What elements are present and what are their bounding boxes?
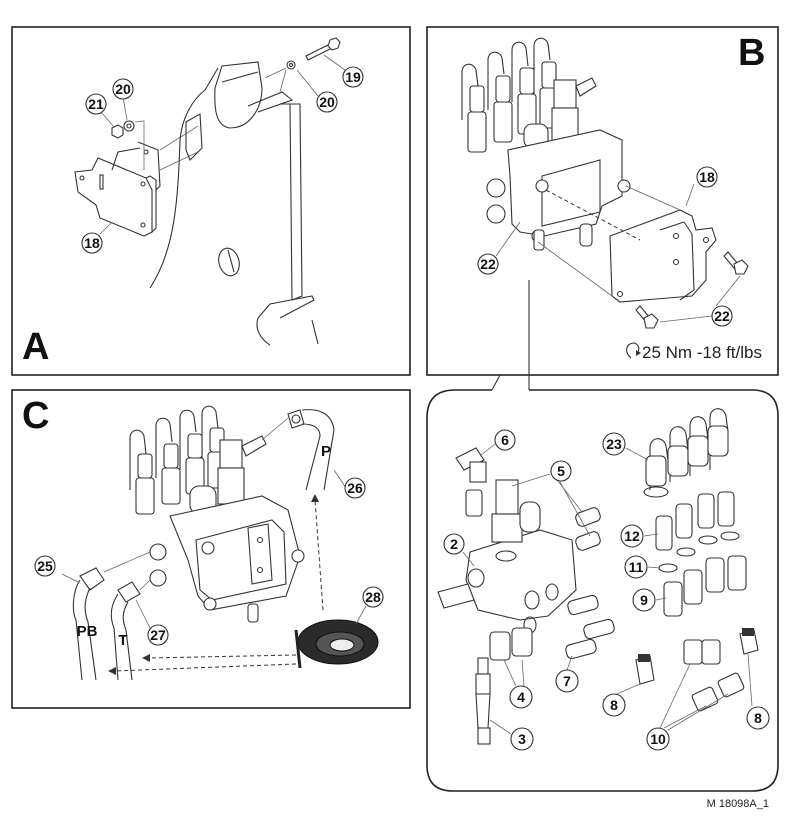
panel-c: C P PB T 25 26 27 28 [11, 389, 411, 709]
callout-8: 8 [602, 693, 626, 717]
panel-c-frame [11, 389, 411, 709]
callout-6: 6 [494, 429, 516, 451]
panel-a-letter: A [22, 326, 49, 368]
callout-label: 18 [84, 235, 100, 251]
bolt-drawing [305, 37, 341, 61]
callout-label: 25 [37, 558, 53, 574]
callout-label: 18 [699, 169, 715, 185]
callout-label: 10 [650, 731, 666, 747]
pedal-frame-drawing [149, 61, 319, 346]
callout-label: 21 [88, 96, 104, 112]
rotation-arrow-icon [626, 342, 641, 359]
callout-label: 22 [480, 256, 496, 272]
valve-body-drawing [437, 479, 577, 661]
callout-18: 18 [696, 166, 718, 188]
callout-label: 8 [610, 697, 618, 713]
callout-22: 22 [477, 253, 499, 275]
torque-spec-text: 25 Nm -18 ft/lbs [642, 343, 762, 362]
tank-hose-drawing [110, 579, 151, 681]
washer-drawing [123, 120, 135, 132]
callout-2: 2 [443, 533, 465, 555]
elbows-10-drawing [635, 628, 759, 712]
panel-a: A 20 21 18 20 19 [11, 26, 411, 376]
callout-label: 22 [714, 308, 730, 324]
callout-8-right: 8 [746, 706, 770, 730]
tank-hose-label: T [118, 632, 127, 649]
callout-label: 2 [450, 536, 458, 552]
arrow-to-pb-hose [113, 663, 297, 672]
figure-reference-code: M 18098A_1 [707, 798, 769, 810]
callout-leader-line [491, 374, 501, 391]
callout-23: 23 [602, 432, 626, 456]
callout-label: 11 [629, 559, 644, 575]
callout-19: 19 [342, 66, 364, 88]
callout-label: 28 [365, 589, 381, 605]
callout-label: 27 [150, 627, 166, 643]
washer-drawing [286, 60, 296, 70]
callout-label: 23 [606, 436, 622, 452]
callout-18: 18 [81, 232, 103, 254]
nut-drawing [111, 124, 124, 139]
exploded-view-frame [426, 389, 779, 792]
panel-c-letter: C [22, 395, 49, 437]
panel-a-frame [11, 26, 411, 376]
callout-label: 9 [640, 592, 648, 608]
fittings-7-drawing [565, 594, 615, 660]
pressure-hose-drawing [261, 409, 335, 491]
spool-caps-drawing [643, 408, 729, 498]
callout-label: 26 [347, 480, 363, 496]
valve-assembly-drawing [461, 37, 631, 251]
callout-label: 3 [518, 731, 526, 747]
arrow-to-pressure-hose [314, 499, 324, 611]
mounting-bracket-drawing [609, 209, 717, 303]
callout-label: 20 [115, 81, 131, 97]
panel-b-frame [426, 26, 779, 376]
exploded-view-panel: 6 5 2 23 12 11 9 7 [426, 389, 779, 792]
pressure-hose-label: P [321, 443, 331, 460]
callout-7: 7 [555, 669, 579, 693]
panel-b-letter: B [738, 32, 765, 74]
valve-assembly-drawing [129, 405, 305, 623]
callout-22-bolts: 22 [711, 305, 733, 327]
callout-12: 12 [620, 524, 644, 548]
arrow-to-tank-hose [147, 654, 297, 659]
callout-10: 10 [646, 727, 670, 751]
power-beyond-hose-label: PB [77, 623, 98, 640]
coupler-fittings-drawing [655, 491, 747, 617]
callout-20-bolt: 20 [316, 91, 338, 113]
bolt-drawing [635, 251, 749, 329]
callout-11: 11 [624, 555, 648, 579]
callout-label: 8 [754, 710, 762, 726]
callout-label: 4 [517, 689, 525, 705]
callout-25: 25 [34, 555, 56, 577]
power-beyond-hose-drawing [72, 551, 151, 681]
callout-label: 20 [319, 94, 335, 110]
callout-28: 28 [362, 586, 384, 608]
callout-label: 7 [563, 673, 571, 689]
pressure-switch-drawing [475, 657, 491, 745]
callout-27: 27 [147, 624, 169, 646]
torque-spec: 25 Nm -18 ft/lbs [626, 342, 762, 362]
callout-26: 26 [344, 477, 366, 499]
port-adapter-drawing [575, 507, 601, 551]
callout-label: 19 [345, 69, 361, 85]
elbow-fitting-drawing [455, 447, 487, 517]
callout-20: 20 [112, 78, 134, 100]
callout-5: 5 [550, 460, 572, 482]
callout-9: 9 [632, 588, 656, 612]
callout-label: 6 [501, 432, 509, 448]
cable-wrap-coil-drawing [294, 619, 379, 669]
callout-label: 5 [557, 463, 565, 479]
callout-4: 4 [509, 685, 533, 709]
mounting-bracket-drawing [74, 141, 161, 237]
callout-21: 21 [85, 93, 107, 115]
callout-label: 12 [624, 528, 640, 544]
panel-b: B 18 22 22 25 Nm -18 ft/lbs [426, 26, 779, 376]
callout-3: 3 [510, 727, 534, 751]
